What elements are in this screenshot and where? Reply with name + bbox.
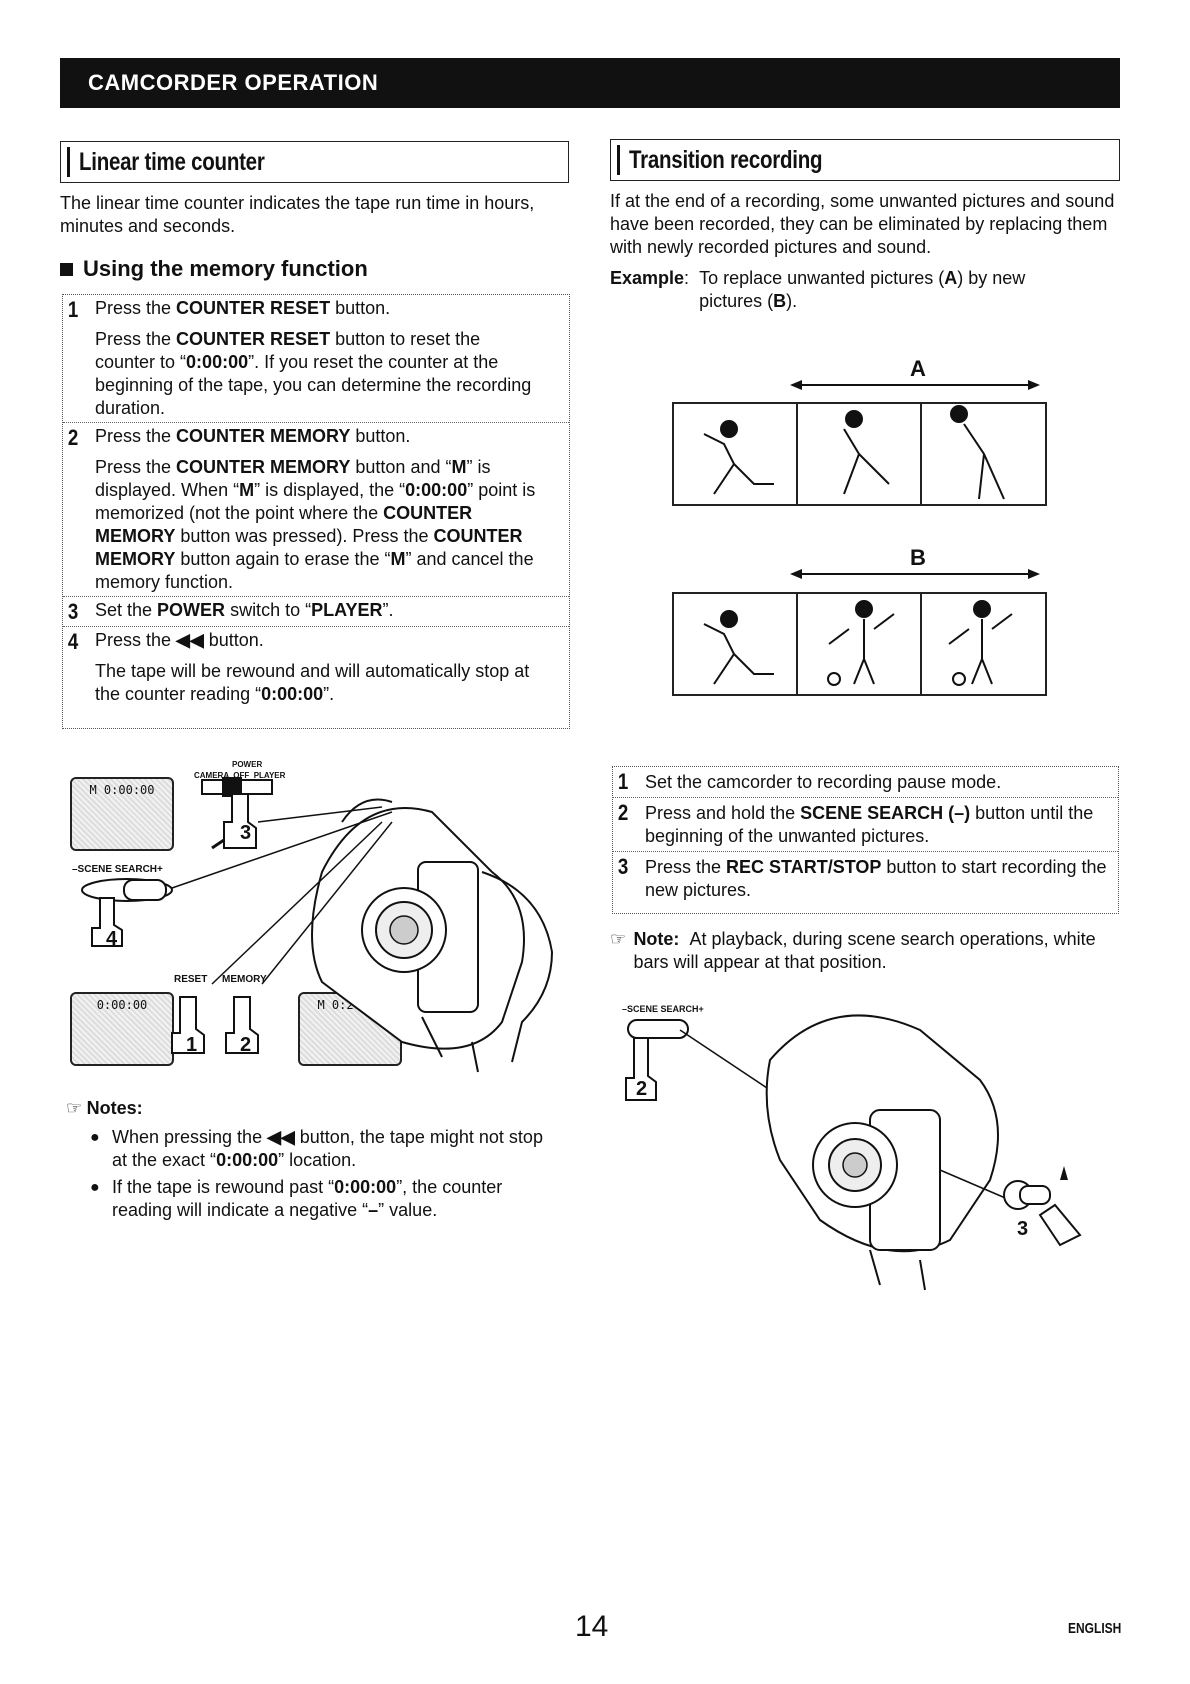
scene-search-label-right: –SCENE SEARCH+ [622,1004,704,1014]
callout-2-right: 2 [636,1078,648,1100]
step-heading: Set the POWER switch to “PLAYER”. [95,600,394,620]
step-body: Press the COUNTER RESET button to reset … [95,329,532,418]
header-title: CAMCORDER OPERATION [88,70,379,95]
hand-pointer-icon: ☞ [610,929,627,949]
callout-2: 2 [240,1034,252,1056]
step-text: Set the camcorder to recording pause mod… [645,772,1002,792]
step-number: 3 [67,599,79,624]
notes-heading: ☞ Notes: [66,1098,143,1118]
note-item: When pressing the ◀◀ button, the tape mi… [90,1126,560,1172]
scene-search-label: –SCENE SEARCH+ [72,864,163,875]
step-heading: Press the COUNTER RESET button. [95,298,391,318]
camcorder-illustration-right [625,1014,1082,1291]
power-label: POWER [232,760,263,769]
camcorder-illustration [81,777,554,1073]
step-text: Press and hold the SCENE SEARCH (–) butt… [645,803,1094,846]
step-text: Press the REC START/STOP button to start… [645,857,1107,900]
memory-subheading: Using the memory function [60,256,560,282]
lcd-display-bottom-left: 0:00:00 [70,992,174,1066]
player-figures-b [703,600,1013,686]
step-2: 2 Press and hold the SCENE SEARCH (–) but… [613,798,1118,852]
linear-intro: The linear time counter indicates the ta… [60,193,535,236]
step-number: 2 [67,425,79,450]
step-2: 2 Press the COUNTER MEMORY button. Press t… [63,423,569,597]
section-title: Linear time counter [79,148,265,176]
lcd-display-top: M 0:00:00 [70,777,174,851]
step-number: 3 [617,854,629,879]
memory-label: MEMORY [222,974,267,985]
switch-labels: CAMERA OFF PLAYER [194,771,286,780]
panel-a-pictures [672,402,1047,506]
panel-a-label: A [910,356,926,381]
step-3: 3 Set the POWER switch to “PLAYER”. [63,597,569,627]
note-item: If the tape is rewound past “0:00:00”, t… [90,1176,560,1222]
example-line: Example: To replace unwanted pictures (A… [610,268,1026,311]
panel-b-pictures [672,592,1047,696]
linear-time-counter-heading: Linear time counter [60,141,569,183]
reset-label: RESET [174,974,208,985]
panel-b-arrow [790,569,1040,579]
player-figures-a [703,405,1005,500]
rewind-icon: ◀◀ [267,1127,295,1147]
step-number: 4 [67,629,79,654]
step-3: 3 Press the REC START/STOP button to star… [613,852,1118,905]
step-heading: Press the ◀◀ button. [95,630,264,650]
callout-4: 4 [106,928,118,950]
callout-3-right: 3 [1017,1218,1029,1240]
scene-search-diagram: –SCENE SEARCH+ 2 3 [620,1000,1090,1300]
transition-intro: If at the end of a recording, some unwan… [610,191,1115,257]
notes-list: When pressing the ◀◀ button, the tape mi… [90,1126,560,1226]
transition-steps: 1 Set the camcorder to recording pause mo… [612,766,1119,914]
page-number: 14 [575,1610,609,1643]
section-title-right: Transition recording [629,146,823,174]
step-4: 4 Press the ◀◀ button. The tape will be re… [63,627,569,708]
memory-steps: 1 Press the COUNTER RESET button. Press th… [62,294,570,729]
step-1: 1 Set the camcorder to recording pause mo… [613,767,1118,798]
step-1: 1 Press the COUNTER RESET button. Press th… [63,295,569,423]
rewind-icon: ◀◀ [176,630,204,650]
step-heading: Press the COUNTER MEMORY button. [95,426,411,446]
transition-note: ☞ Note: At playback, during scene search… [610,929,1096,972]
hand-pointer-icon: ☞ [66,1098,83,1118]
panel-b-label: B [910,545,926,570]
language-label: ENGLISH [1068,1620,1122,1637]
transition-recording-heading: Transition recording [610,139,1120,181]
step-number: 1 [617,769,629,794]
step-body: The tape will be rewound and will automa… [95,661,530,704]
camcorder-counter-diagram: POWER CAMERA OFF PLAYER M 0:00:00 –SCENE… [62,752,582,1077]
step-body: Press the COUNTER MEMORY button and “M” … [95,457,536,592]
callout-1: 1 [186,1034,198,1056]
page-header: CAMCORDER OPERATION [60,58,1120,108]
panel-a-arrow [790,380,1040,390]
step-number: 2 [617,800,629,825]
callout-3: 3 [240,822,252,844]
step-number: 1 [67,297,79,322]
